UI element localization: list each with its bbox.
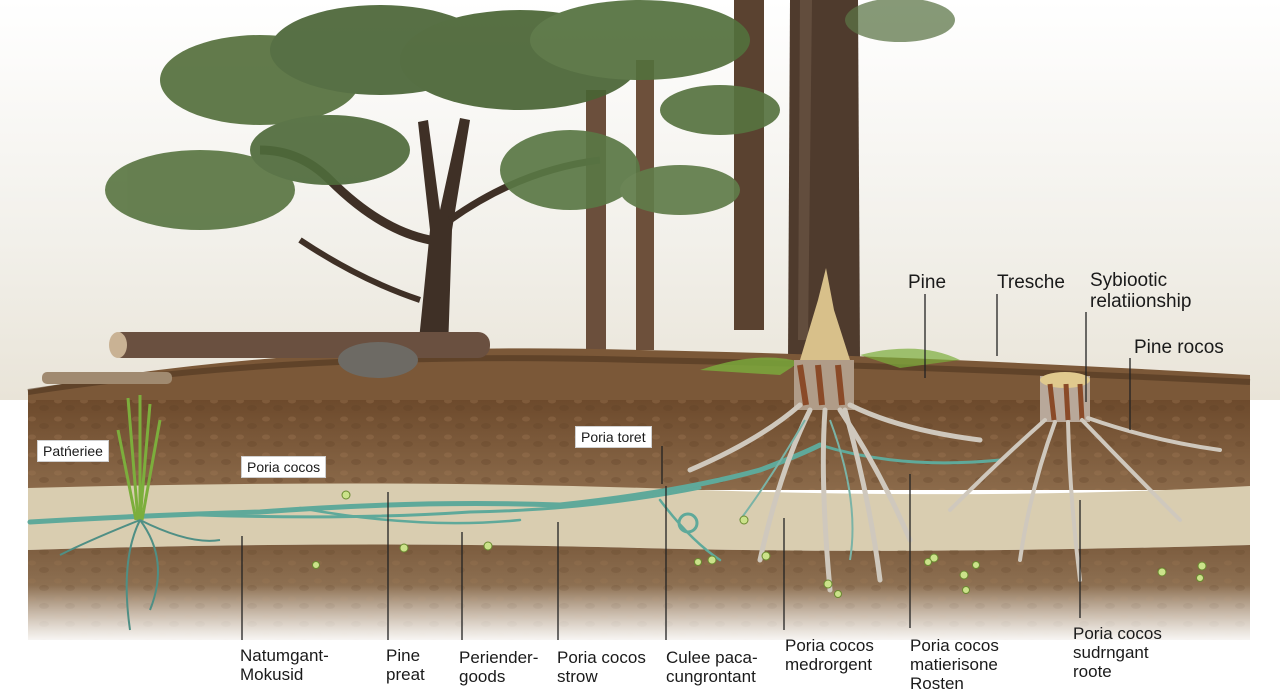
label-poria-cocos-strow: Poria cocos strow — [557, 648, 646, 686]
label-pine-rocos: Pine rocos — [1134, 337, 1224, 358]
label-poria-cocos: Poria cocos — [241, 456, 326, 478]
label-natumgant-mokusid: Natumgant- Mokusid — [240, 646, 329, 684]
label-poria-toret: Poria toret — [575, 426, 652, 448]
label-culee-cungrontant: Culee paca- cungrontant — [666, 648, 758, 686]
label-patmeriee: Patńeriee — [37, 440, 109, 462]
label-poria-cocos-sudrngant: Poria cocos sudrngant roote — [1073, 624, 1162, 681]
rock-icon — [338, 342, 418, 378]
label-poria-cocos-matierisone: Poria cocos matierisone Rosten — [910, 636, 999, 693]
label-symbiotic-relationship: Sybiootic relatiionship — [1090, 270, 1191, 312]
label-pine-preat: Pine preat — [386, 646, 425, 684]
label-poria-cocos-medrorgent: Poria cocos medrorgent — [785, 636, 874, 674]
label-pine: Pine — [908, 272, 946, 293]
label-periender-goods: Periender- goods — [459, 648, 538, 686]
label-tresche: Tresche — [997, 272, 1065, 293]
